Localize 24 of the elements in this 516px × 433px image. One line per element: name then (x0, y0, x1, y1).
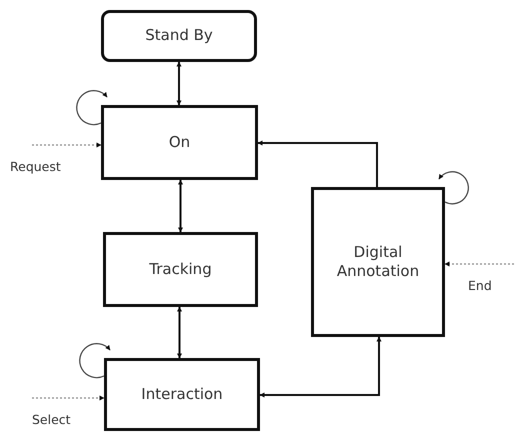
self-loop-arrow (79, 343, 110, 378)
self-loop-arrow (438, 171, 469, 204)
arrow (32, 396, 104, 400)
state-label: Interaction (141, 384, 223, 404)
arrow (178, 180, 183, 232)
state-box (101, 105, 258, 180)
edge-label: End (468, 278, 492, 293)
state-box (104, 358, 260, 431)
arrow (176, 62, 182, 106)
state-label: On (168, 132, 190, 152)
arrow (444, 262, 514, 266)
self-loop-arrow (76, 90, 108, 126)
state-label: Tracking (149, 260, 212, 280)
arrow (260, 336, 382, 398)
arrow (258, 140, 378, 187)
state-label: Digital Annotation (336, 242, 420, 282)
state-box-rounded (101, 10, 257, 62)
state-box (103, 232, 258, 307)
state-label: Stand By (145, 26, 213, 46)
arrow (177, 306, 182, 358)
edge-label: Request (10, 159, 61, 174)
edge-label: Select (32, 412, 71, 427)
arrow (32, 142, 102, 148)
state-box (311, 187, 445, 337)
